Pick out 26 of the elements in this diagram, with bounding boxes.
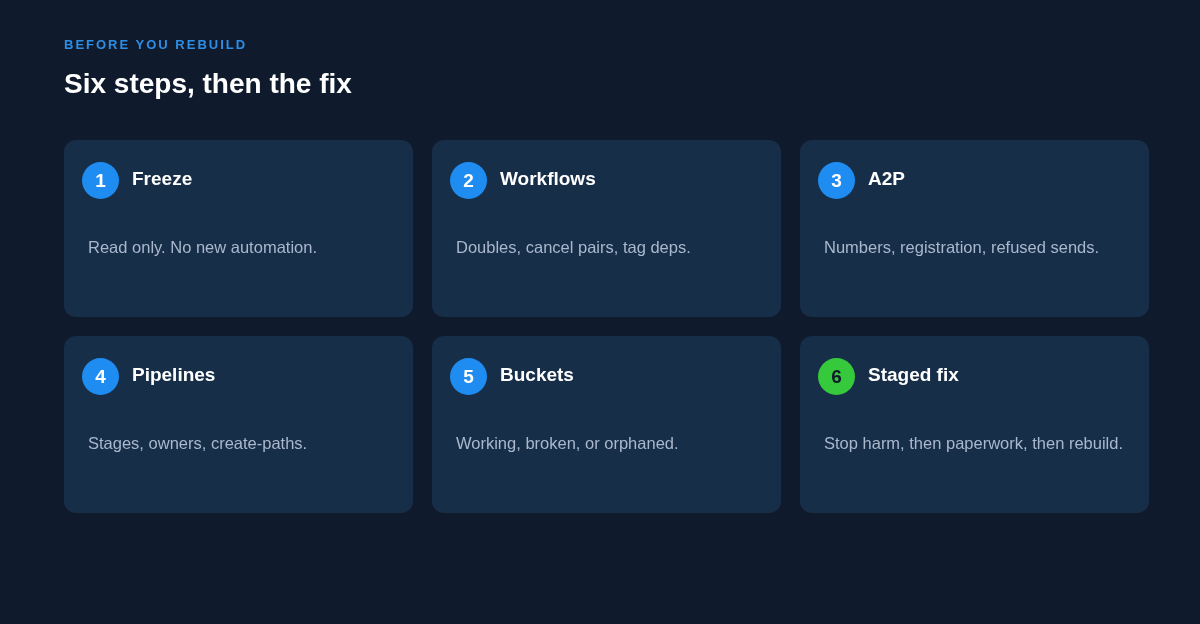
step-description: Numbers, registration, refused sends.: [824, 237, 1101, 258]
step-description: Doubles, cancel pairs, tag deps.: [456, 237, 692, 258]
eyebrow-text: BEFORE YOU REBUILD: [64, 37, 248, 52]
step-card: [64, 140, 413, 317]
step-number-badge: 2: [450, 162, 487, 199]
step-description: Read only. No new automation.: [88, 237, 318, 258]
step-title: A2P: [868, 168, 905, 190]
step-title: Staged fix: [868, 364, 959, 386]
step-title: Pipelines: [132, 364, 216, 386]
step-number-badge: 3: [818, 162, 855, 199]
step-card: [432, 140, 781, 317]
heading: Six steps, then the fix: [64, 68, 352, 100]
step-number-badge: 6: [818, 358, 855, 395]
step-card: [432, 336, 781, 513]
step-number-badge: 1: [82, 162, 119, 199]
step-number-badge: 4: [82, 358, 119, 395]
step-card: [800, 140, 1149, 317]
step-description: Stop harm, then paperwork, then rebuild.: [824, 433, 1124, 454]
step-title: Freeze: [132, 168, 193, 190]
step-card: [64, 336, 413, 513]
step-description: Working, broken, or orphaned.: [456, 433, 680, 454]
step-number-badge: 5: [450, 358, 487, 395]
step-card: [800, 336, 1149, 513]
step-title: Buckets: [500, 364, 574, 386]
step-title: Workflows: [500, 168, 596, 190]
step-description: Stages, owners, create-paths.: [88, 433, 309, 454]
